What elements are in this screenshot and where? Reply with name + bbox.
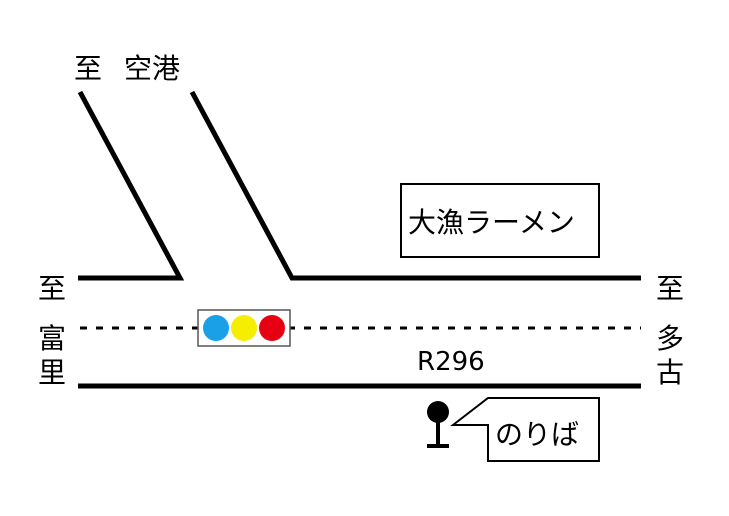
right-diagonal-road [189,90,641,281]
restaurant-marker: 大漁ラーメン [400,183,600,258]
to-tako-char-1: 多 [656,322,684,355]
to-tomisato-char-2: 里 [38,356,66,389]
to-airport-prefix: 至 [74,52,102,85]
roads [77,90,641,389]
left-diagonal-road [77,90,185,281]
bus-stop-label: のりば [495,418,579,451]
restaurant-label: 大漁ラーメン [408,206,575,239]
to-airport-name: 空港 [124,52,180,85]
traffic-light-red [259,315,285,341]
traffic-light-yellow [231,315,257,341]
to-tomisato-label: 至 富 里 [38,272,66,389]
route-label: R296 [417,347,485,377]
traffic-light-blue [203,315,229,341]
to-tomisato-char-1: 富 [38,322,66,355]
traffic-light-icon [197,309,291,347]
to-tako-char-0: 至 [656,272,684,305]
to-tako-char-2: 古 [656,356,684,389]
to-tomisato-char-0: 至 [38,272,66,305]
bus-stop-icon [427,401,449,448]
bus-stop-callout: のりば [450,397,600,462]
to-tako-label: 至 多 古 [656,272,684,389]
